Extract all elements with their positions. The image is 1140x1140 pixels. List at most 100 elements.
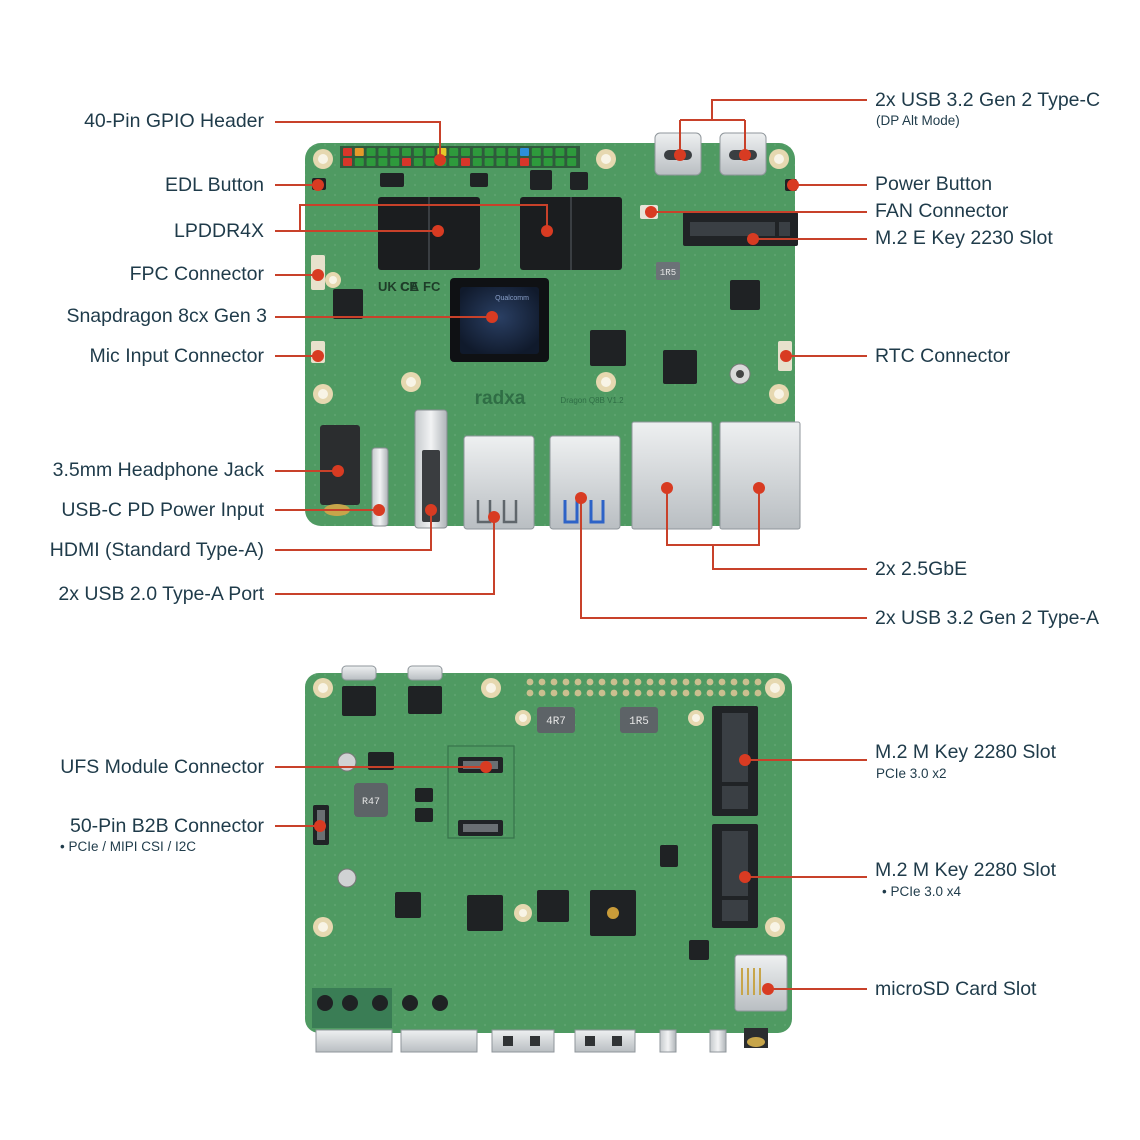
gpio-hole bbox=[610, 678, 618, 686]
gpio-hole bbox=[622, 689, 630, 697]
label-m2-m-key-1: M.2 M Key 2280 Slot bbox=[875, 741, 1057, 763]
gpio-hole bbox=[634, 678, 642, 686]
callout-dot bbox=[332, 465, 344, 477]
callout-dot bbox=[314, 820, 326, 832]
callout-usb3a bbox=[580, 498, 867, 619]
callout-dot bbox=[674, 149, 686, 161]
gpio-hole bbox=[574, 678, 582, 686]
label-ethernet: 2x 2.5GbE bbox=[875, 558, 968, 580]
gpio-pin bbox=[496, 148, 506, 156]
callout-dot bbox=[312, 269, 324, 281]
m2-m-key-slot-1 bbox=[712, 706, 758, 816]
gpio-hole bbox=[538, 678, 546, 686]
label-usbc-sub: (DP Alt Mode) bbox=[876, 113, 960, 128]
gpio-pin bbox=[449, 158, 459, 166]
cert-ce: CE bbox=[400, 279, 418, 294]
bottom-board: 4R7 1R5 R47 bbox=[305, 665, 792, 1053]
bottom-mounting-holes bbox=[313, 678, 785, 937]
label-usbc: 2x USB 3.2 Gen 2 Type-C bbox=[875, 89, 1101, 111]
gpio-hole bbox=[622, 678, 630, 686]
callout-dot bbox=[541, 225, 553, 237]
callout-dot bbox=[739, 149, 751, 161]
label-edl-button: EDL Button bbox=[164, 174, 264, 196]
gpio-pin bbox=[366, 148, 376, 156]
callout-usb2 bbox=[275, 517, 495, 595]
gpio-hole bbox=[598, 689, 606, 697]
gpio-pin bbox=[496, 158, 506, 166]
m2-e-key-slot bbox=[683, 212, 798, 246]
gpio-pin bbox=[555, 158, 565, 166]
label-headphone-jack: 3.5mm Headphone Jack bbox=[52, 459, 264, 481]
silkscreen-model: Dragon Q8B V1.2 bbox=[560, 396, 624, 405]
gpio-hole bbox=[754, 678, 762, 686]
gpio-hole bbox=[646, 689, 654, 697]
gpio-pin bbox=[425, 158, 435, 166]
lpddr-chips bbox=[378, 197, 622, 270]
top-edge-connectors bbox=[320, 409, 801, 530]
silkscreen-brand: radxa bbox=[475, 388, 526, 409]
gpio-hole bbox=[586, 689, 594, 697]
callout-dot bbox=[661, 482, 673, 494]
label-lpddr: LPDDR4X bbox=[174, 220, 264, 242]
cert-marks: UK CA CE FC bbox=[378, 279, 441, 294]
gpio-pin bbox=[378, 148, 388, 156]
callout-lpddr bbox=[275, 204, 548, 232]
label-m2-m-key-2-sub: • PCIe 3.0 x4 bbox=[882, 884, 962, 899]
gpio-pin bbox=[343, 158, 352, 166]
cert-ukca: UK CA bbox=[378, 279, 420, 294]
label-ufs-connector: UFS Module Connector bbox=[60, 756, 264, 778]
gpio-pin bbox=[354, 148, 364, 156]
gpio-hole bbox=[670, 689, 678, 697]
callout-dot bbox=[486, 311, 498, 323]
gpio-hole bbox=[694, 678, 702, 686]
label-fan-connector: FAN Connector bbox=[875, 200, 1009, 222]
gpio-pin bbox=[484, 148, 494, 156]
gpio-hole bbox=[706, 678, 714, 686]
callout-dot bbox=[373, 504, 385, 516]
gpio-pin bbox=[543, 148, 553, 156]
soc-marking: Qualcomm bbox=[495, 295, 529, 302]
gpio-header bbox=[340, 146, 580, 168]
usb3-ports bbox=[549, 435, 621, 530]
gpio-pin bbox=[461, 158, 470, 166]
gpio-pin bbox=[531, 158, 541, 166]
label-gpio-header: 40-Pin GPIO Header bbox=[84, 110, 264, 132]
label-rtc-connector: RTC Connector bbox=[875, 345, 1011, 367]
gpio-hole bbox=[682, 678, 690, 686]
gpio-hole bbox=[646, 678, 654, 686]
label-usbc-power: USB-C PD Power Input bbox=[61, 499, 264, 521]
gpio-hole bbox=[586, 678, 594, 686]
callout-dot bbox=[753, 482, 765, 494]
bottom-edge-ports bbox=[312, 988, 768, 1053]
gpio-pin bbox=[567, 148, 577, 156]
gpio-pin bbox=[543, 158, 553, 166]
gpio-pin bbox=[472, 148, 482, 156]
gpio-hole bbox=[550, 689, 558, 697]
gpio-hole bbox=[742, 678, 750, 686]
label-soc: Snapdragon 8cx Gen 3 bbox=[66, 305, 267, 327]
gpio-hole bbox=[670, 678, 678, 686]
top-inductor-label: 1R5 bbox=[660, 268, 676, 278]
callout-dot bbox=[425, 504, 437, 516]
gpio-hole bbox=[526, 689, 534, 697]
label-m2-e-key: M.2 E Key 2230 Slot bbox=[875, 227, 1053, 249]
label-b2b-sub: • PCIe / MIPI CSI / I2C bbox=[60, 839, 197, 854]
callout-dot bbox=[645, 206, 657, 218]
gpio-pin bbox=[390, 148, 400, 156]
gpio-hole bbox=[598, 678, 606, 686]
gpio-pin bbox=[567, 158, 577, 166]
gpio-hole bbox=[634, 689, 642, 697]
gpio-through-holes bbox=[526, 678, 762, 697]
gpio-hole bbox=[754, 689, 762, 697]
gpio-pin bbox=[413, 148, 423, 156]
callout-dot bbox=[312, 350, 324, 362]
gpio-hole bbox=[730, 689, 738, 697]
callout-hdmi bbox=[275, 510, 432, 551]
gpio-pin bbox=[425, 148, 435, 156]
inductor-c-label: R47 bbox=[362, 797, 380, 808]
callout-gpio bbox=[275, 121, 441, 160]
label-microsd: microSD Card Slot bbox=[875, 978, 1037, 1000]
gpio-pin bbox=[366, 158, 376, 166]
gpio-hole bbox=[550, 678, 558, 686]
gpio-pin bbox=[555, 148, 565, 156]
